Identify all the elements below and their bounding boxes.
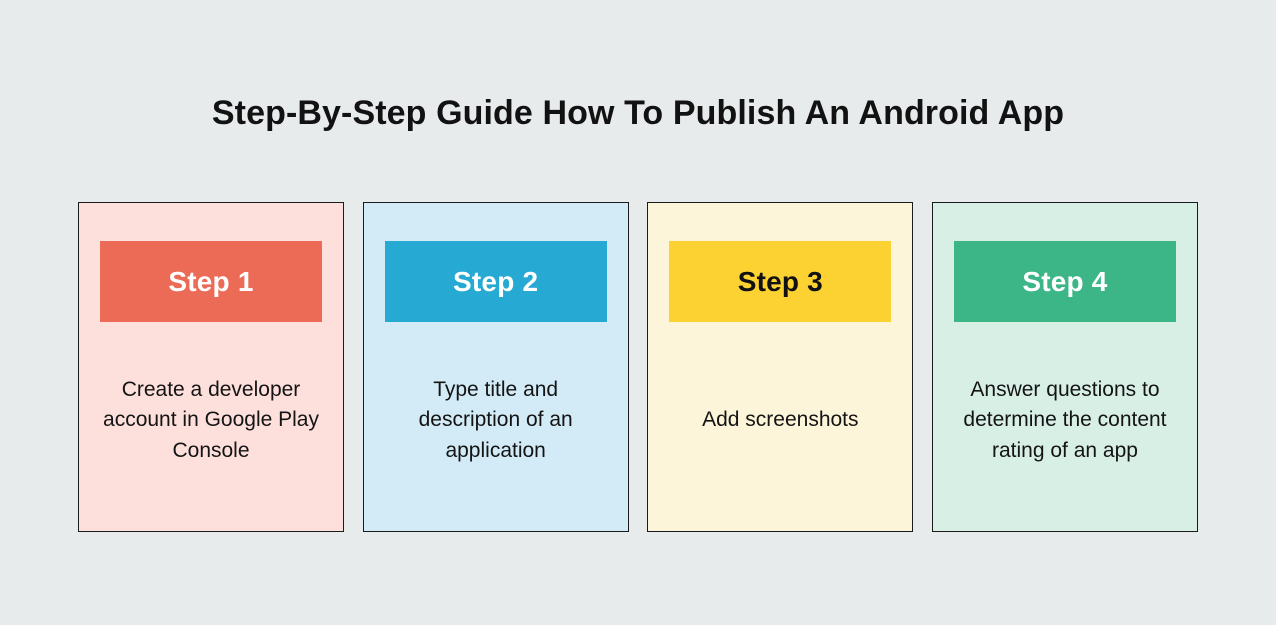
step-card-4: Step 4 Answer questions to determine the… (931, 202, 1198, 532)
step-card-1-description: Create a developer account in Google Pla… (103, 378, 319, 462)
page-title: Step-By-Step Guide How To Publish An And… (211, 94, 1065, 132)
step-card-2-header: Step 2 (384, 241, 607, 322)
step-card-3-body: Add screenshots (669, 322, 891, 531)
step-card-2-description: Type title and description of an applica… (418, 378, 573, 462)
step-card-3: Step 3 Add screenshots (647, 202, 914, 532)
step-card-4-description: Answer questions to determine the conten… (963, 378, 1167, 462)
step-card-1: Step 1 Create a developer account in Goo… (78, 202, 344, 532)
step-card-2: Step 2 Type title and description of an … (362, 202, 629, 532)
step-card-4-header: Step 4 (953, 241, 1176, 322)
step-card-1-header: Step 1 (100, 241, 322, 322)
step-card-1-body: Create a developer account in Google Pla… (100, 322, 322, 531)
step-card-3-description: Add screenshots (702, 408, 859, 432)
step-card-2-body: Type title and description of an applica… (385, 322, 607, 531)
step-card-4-body: Answer questions to determine the conten… (954, 322, 1176, 531)
step-card-3-header: Step 3 (669, 241, 892, 322)
steps-row: Step 1 Create a developer account in Goo… (78, 202, 1198, 532)
